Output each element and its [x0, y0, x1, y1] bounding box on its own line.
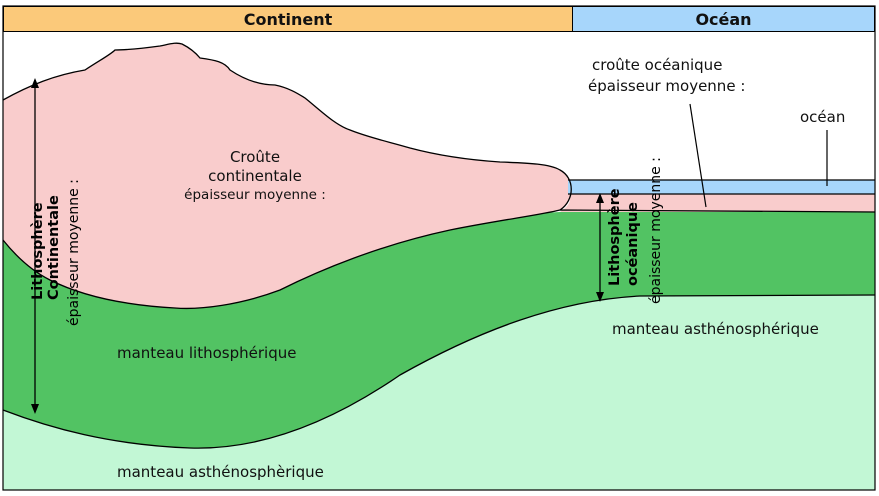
continent-header: Continent: [3, 6, 573, 32]
continental-lithosphere-label-1: Lithosphère: [30, 202, 46, 300]
continental-crust-thickness: épaisseur moyenne :: [184, 187, 326, 203]
ocean-label: océan: [800, 108, 846, 126]
ocean-water-layer: [568, 180, 875, 194]
arrowhead-bottom-ocean: [596, 292, 604, 302]
oceanic-crust-leader: [689, 103, 707, 208]
ocean-header: Océan: [572, 6, 875, 32]
continental-crust-label: Croûte continentale épaisseur moyenne :: [170, 148, 340, 205]
arrowhead-top: [31, 78, 39, 88]
oceanic-crust-label-2: épaisseur moyenne :: [588, 77, 746, 95]
continental-crust-line2: continentale: [208, 167, 302, 185]
oceanic-lithosphere-label-2: océanique: [625, 201, 641, 286]
oceanic-lithosphere-thickness: épaisseur moyenne :: [648, 157, 664, 304]
oceanic-crust-layer: [560, 194, 875, 212]
continental-lithosphere-label-2: Continentale: [46, 195, 62, 300]
lithospheric-mantle-label: manteau lithosphérique: [117, 344, 297, 362]
continental-crust-line1: Croûte: [229, 148, 281, 166]
continental-crust-layer: [3, 43, 572, 309]
asthenospheric-mantle-label-left: manteau asthénosphèrique: [117, 463, 324, 481]
crust-mantle-boundary: [2, 209, 876, 310]
crust-outline: [2, 42, 572, 211]
arrowhead-top-ocean: [596, 193, 604, 203]
oceanic-lithosphere-label-1: Lithosphère: [607, 188, 623, 286]
arrowhead-bottom: [31, 404, 39, 414]
asthenospheric-mantle-label-right: manteau asthénosphérique: [612, 320, 819, 338]
continental-lithosphere-thickness: épaisseur moyenne :: [66, 179, 82, 326]
lithosphere-asthenosphere-boundary: [2, 294, 876, 449]
oceanic-crust-label-1: croûte océanique: [592, 56, 723, 74]
